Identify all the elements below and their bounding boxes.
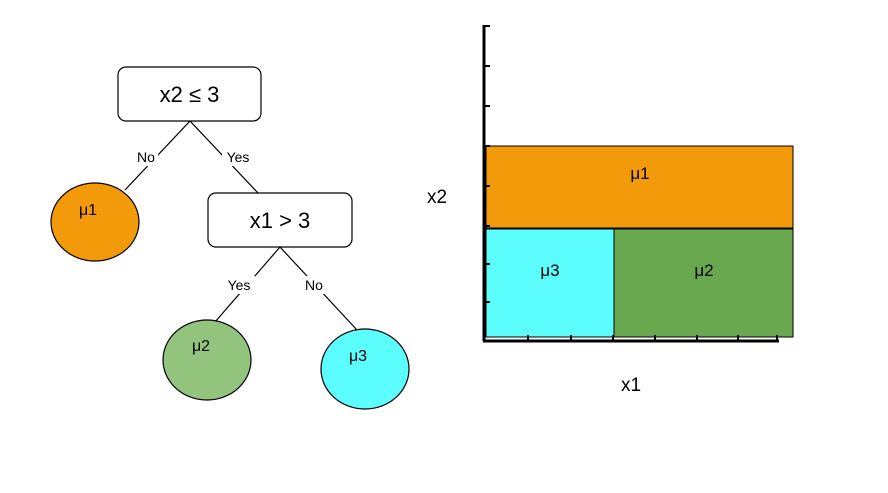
split-decision-node — [207, 192, 353, 248]
x-axis-ticks — [527, 335, 778, 341]
edge-label-bg — [222, 148, 254, 166]
region-mu1 — [485, 145, 794, 229]
root-decision-label: x2 ≤ 3 — [160, 82, 220, 107]
region-mu1-label: μ1 — [630, 164, 649, 183]
leaf-mu2-label: μ2 — [192, 338, 210, 355]
edge-label-split-yes: Yes — [228, 277, 251, 293]
region-mu3-label: μ3 — [540, 261, 559, 280]
edge-label-bg — [133, 148, 158, 166]
leaf-mu1-label: μ1 — [79, 202, 97, 219]
y-axis-label: x2 — [427, 187, 447, 208]
partition-plot: μ1 μ3 μ2 x2 x1 — [427, 25, 794, 396]
split-decision-label: x1 > 3 — [250, 208, 311, 233]
leaf-mu3-label: μ3 — [349, 348, 367, 365]
region-mu3 — [485, 228, 615, 338]
x-axis-label: x1 — [621, 375, 641, 396]
region-mu2-label: μ2 — [694, 261, 713, 280]
edge-label-root-no: No — [137, 149, 155, 165]
root-decision-node — [117, 66, 262, 122]
leaf-node-mu2 — [162, 319, 252, 401]
region-mu2 — [613, 228, 794, 338]
y-axis-ticks — [484, 25, 490, 303]
leaf-node-mu1 — [50, 182, 140, 262]
edge-label-bg — [223, 276, 255, 294]
edge-label-root-yes: Yes — [227, 149, 250, 165]
leaf-node-mu3 — [320, 328, 410, 410]
edge-label-split-no: No — [305, 277, 323, 293]
edge-label-bg — [302, 276, 327, 294]
